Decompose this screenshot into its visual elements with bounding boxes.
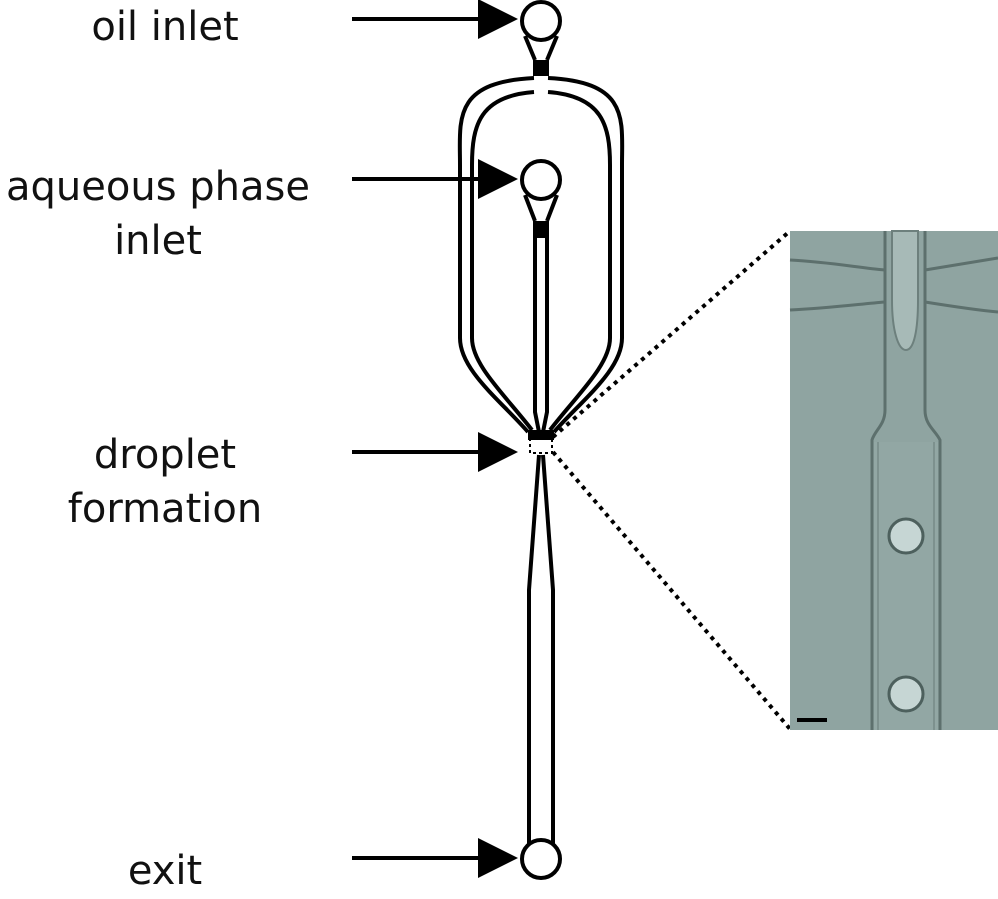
oil-inlet-filter [533, 60, 549, 76]
scale-bar [797, 718, 827, 722]
exit-label: exit [100, 844, 230, 898]
droplet [887, 675, 925, 713]
aqueous-label-line1: aqueous phase [6, 164, 310, 210]
oil-inlet-port [520, 0, 562, 76]
aqueous-label-line2: inlet [114, 218, 202, 264]
aqueous-inlet-filter [533, 221, 549, 238]
aqueous-inlet-label: aqueous phase inlet [0, 160, 316, 268]
oil-inlet-label: oil inlet [60, 0, 270, 54]
zoom-lines [551, 229, 792, 731]
exit-channel [527, 454, 555, 845]
exit-label-text: exit [127, 848, 203, 894]
aqueous-channel [533, 238, 549, 433]
micrograph-inset [789, 230, 998, 730]
droplet [887, 517, 925, 555]
droplet-label-line1: droplet [93, 432, 237, 478]
oil-channel-loop [457, 76, 625, 434]
droplet-label-line2: formation [67, 486, 263, 532]
droplet-formation-label: droplet formation [40, 428, 290, 536]
oil-inlet-label-text: oil inlet [91, 4, 239, 50]
aqueous-inlet-port [520, 159, 562, 238]
droplet-formation-junction [528, 430, 554, 454]
exit-port [520, 838, 562, 880]
